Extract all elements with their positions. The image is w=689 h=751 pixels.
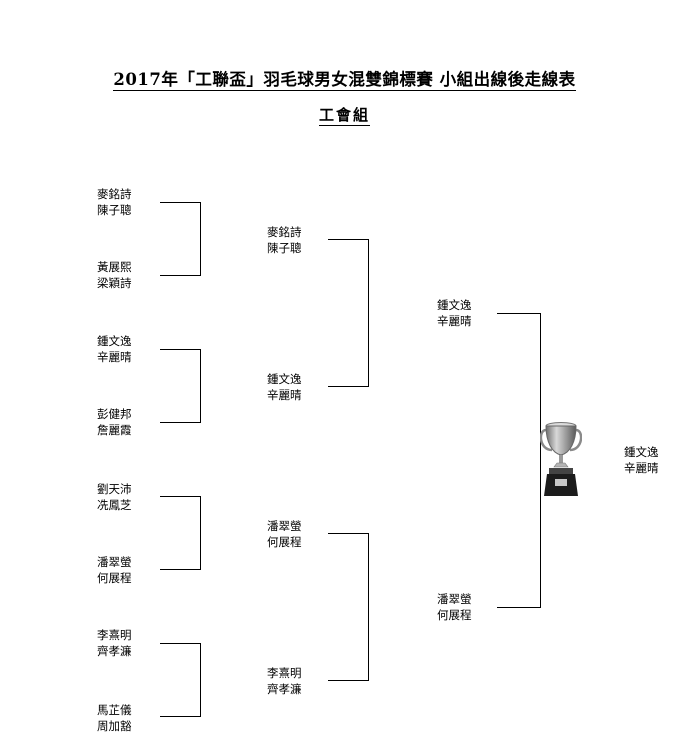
- bracket-line: [160, 643, 200, 644]
- player-name: 潘翠螢: [97, 555, 132, 569]
- bracket-line: [200, 643, 201, 717]
- bracket-line: [328, 239, 368, 240]
- player-name: 辛麗晴: [624, 461, 659, 475]
- player-name: 鍾文逸: [97, 334, 132, 348]
- round1-team-6: 潘翠螢 何展程: [97, 554, 132, 586]
- player-name: 梁穎詩: [97, 276, 132, 290]
- champion-team: 鍾文逸 辛麗晴: [624, 444, 659, 476]
- player-name: 麥銘詩: [97, 187, 132, 201]
- page-subtitle: 工會組: [318, 106, 370, 126]
- player-name: 辛麗晴: [267, 388, 302, 402]
- bracket-line: [200, 349, 201, 423]
- player-name: 冼鳳芝: [97, 498, 132, 512]
- player-name: 詹麗霞: [97, 423, 132, 437]
- player-name: 何展程: [437, 608, 472, 622]
- bracket-line: [200, 496, 201, 570]
- player-name: 劉天沛: [97, 482, 132, 496]
- round1-team-1: 麥銘詩 陳子聰: [97, 186, 132, 218]
- round1-team-7: 李熹明 齊孝濂: [97, 627, 132, 659]
- round1-team-5: 劉天沛 冼鳳芝: [97, 481, 132, 513]
- round1-team-8: 馬芷儀 周加豁: [97, 702, 132, 734]
- bracket-line: [497, 607, 540, 608]
- player-name: 陳子聰: [267, 241, 302, 255]
- player-name: 鍾文逸: [267, 372, 302, 386]
- player-name: 陳子聰: [97, 203, 132, 217]
- player-name: 黃展熙: [97, 260, 132, 274]
- bracket-line: [160, 496, 200, 497]
- player-name: 李熹明: [267, 666, 302, 680]
- bracket-line: [368, 239, 369, 387]
- player-name: 辛麗晴: [97, 350, 132, 364]
- player-name: 周加豁: [97, 719, 132, 733]
- round2-team-3: 潘翠螢 何展程: [267, 518, 302, 550]
- bracket-line: [368, 533, 369, 681]
- round1-team-3: 鍾文逸 辛麗晴: [97, 333, 132, 365]
- player-name: 潘翠螢: [437, 592, 472, 606]
- trophy-icon: [539, 420, 583, 502]
- bracket-line: [160, 569, 200, 570]
- bracket-line: [328, 533, 368, 534]
- player-name: 何展程: [97, 571, 132, 585]
- bracket-line: [497, 313, 540, 314]
- bracket-line: [328, 386, 368, 387]
- player-name: 齊孝濂: [267, 682, 302, 696]
- player-name: 鍾文逸: [437, 298, 472, 312]
- bracket-line: [160, 349, 200, 350]
- bracket-line: [540, 313, 541, 608]
- round1-team-4: 彭健邦 詹麗霞: [97, 406, 132, 438]
- bracket-line: [200, 202, 201, 276]
- player-name: 潘翠螢: [267, 519, 302, 533]
- player-name: 鍾文逸: [624, 445, 659, 459]
- player-name: 齊孝濂: [97, 644, 132, 658]
- round2-team-1: 麥銘詩 陳子聰: [267, 224, 302, 256]
- bracket-line: [160, 716, 200, 717]
- bracket-line: [160, 202, 200, 203]
- round2-team-4: 李熹明 齊孝濂: [267, 665, 302, 697]
- round3-team-2: 潘翠螢 何展程: [437, 591, 472, 623]
- player-name: 彭健邦: [97, 407, 132, 421]
- player-name: 何展程: [267, 535, 302, 549]
- round3-team-1: 鍾文逸 辛麗晴: [437, 297, 472, 329]
- round1-team-2: 黃展熙 梁穎詩: [97, 259, 132, 291]
- bracket-line: [328, 680, 368, 681]
- page-title: 2017年「工聯盃」羽毛球男女混雙錦標賽 小組出線後走線表: [113, 70, 576, 91]
- bracket-line: [160, 422, 200, 423]
- player-name: 馬芷儀: [97, 703, 132, 717]
- bracket-line: [160, 275, 200, 276]
- player-name: 李熹明: [97, 628, 132, 642]
- player-name: 麥銘詩: [267, 225, 302, 239]
- player-name: 辛麗晴: [437, 314, 472, 328]
- round2-team-2: 鍾文逸 辛麗晴: [267, 371, 302, 403]
